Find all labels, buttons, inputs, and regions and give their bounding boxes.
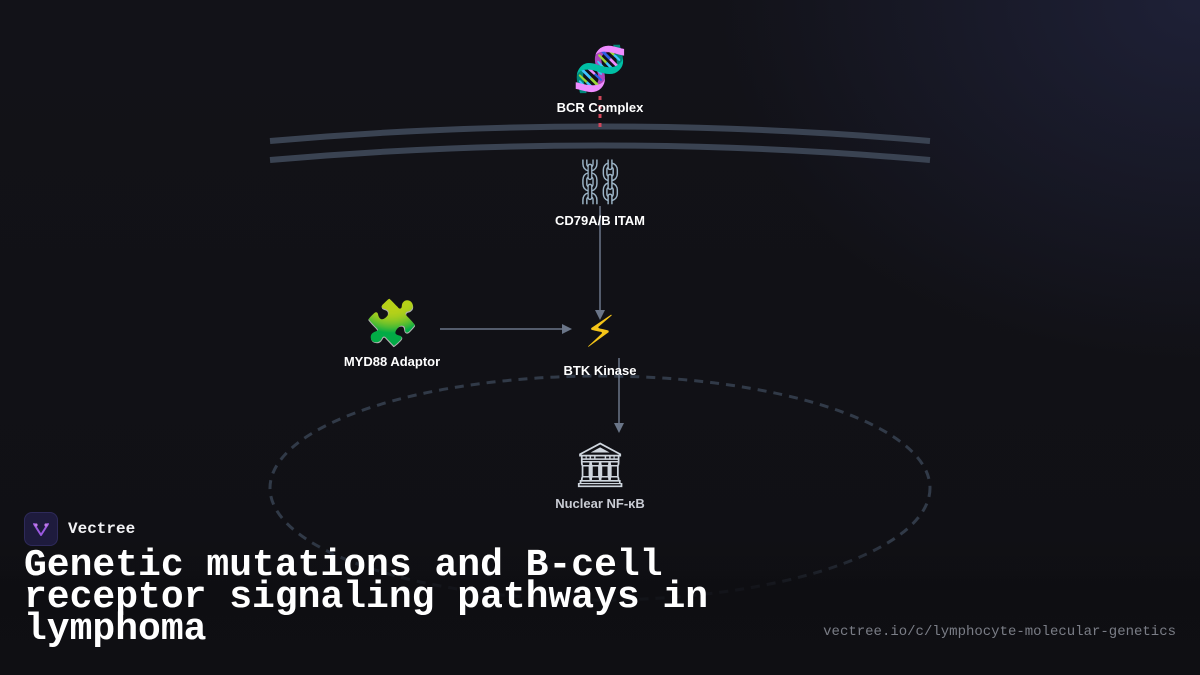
- source-url[interactable]: vectree.io/c/lymphocyte-molecular-geneti…: [823, 624, 1176, 640]
- bottom-fade: [0, 540, 1200, 675]
- node-label-btk: BTK Kinase: [563, 363, 637, 378]
- page-title: Genetic mutations and B-cell receptor si…: [24, 544, 709, 651]
- puzzle-piece-icon: 🧩: [364, 298, 420, 349]
- node-nuclear-nfkb: 🏛 Nuclear NF-κB: [500, 440, 700, 511]
- node-cd79-itam: ⛓ CD79A/B ITAM: [500, 157, 700, 228]
- node-label-myd88: MYD88 Adaptor: [343, 354, 441, 369]
- brand-name: Vectree: [68, 520, 136, 538]
- node-label-cd79: CD79A/B ITAM: [554, 213, 646, 228]
- cell-membrane-inner: [269, 142, 931, 163]
- node-bcr-complex: 🧬 BCR Complex: [500, 44, 700, 115]
- node-label-nfkb: Nuclear NF-κB: [555, 496, 645, 511]
- classical-building-icon: 🏛: [572, 440, 628, 491]
- dna-icon: 🧬: [572, 44, 628, 95]
- vectree-logo-icon: [24, 512, 58, 546]
- node-myd88-adaptor: 🧩 MYD88 Adaptor: [292, 298, 492, 369]
- brand[interactable]: Vectree: [24, 512, 135, 546]
- node-btk-kinase: ⚡ BTK Kinase: [500, 307, 700, 378]
- chain-link-icon: ⛓: [572, 157, 628, 208]
- cell-membrane-outer: [269, 123, 931, 144]
- lightning-bolt-icon: ⚡: [584, 307, 616, 358]
- node-label-bcr: BCR Complex: [556, 100, 644, 115]
